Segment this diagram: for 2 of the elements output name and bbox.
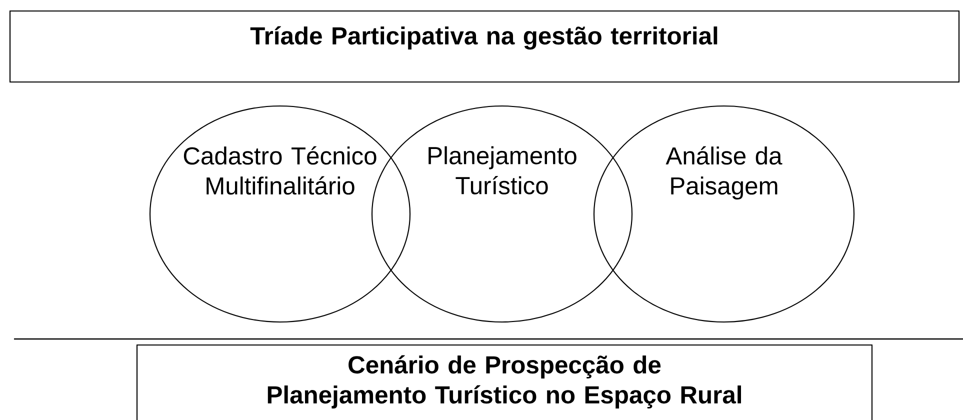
title-box: Tríade Participativa na gestão territorial — [9, 10, 960, 83]
title-box: Cenário de Prospecção de Planejamento Turístico no Espaço Rural — [136, 344, 873, 420]
